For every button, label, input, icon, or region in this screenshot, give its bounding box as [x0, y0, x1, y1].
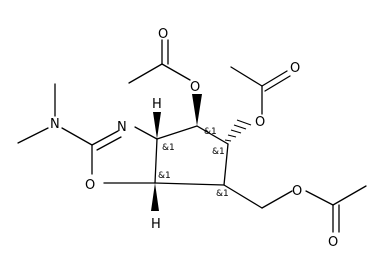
atom-o-carbonyl-mid: O: [290, 61, 300, 76]
atom-h-top: H: [152, 97, 162, 112]
atom-n-ring: N: [117, 120, 127, 135]
atom-o-acetoxy-right: O: [292, 184, 302, 199]
bond-c4-c5: [196, 125, 229, 145]
atom-o-carbonyl-left: O: [158, 27, 168, 42]
bond-acetyl-mid-methyl: [230, 66, 263, 87]
stereo-label-c6a: &1: [158, 171, 171, 181]
bond-c3a-c4: [156, 125, 198, 140]
atom-o-acetoxy-left: O: [190, 80, 200, 95]
bond-c5-c6: [223, 143, 229, 186]
wedge-c4-o: [192, 94, 202, 126]
bond-n-c2: [61, 127, 93, 146]
bond-acetyl-mid-carbonyl-double: [264, 75, 291, 92]
bond-o-acetyl-right: [305, 190, 334, 206]
bond-c6-ch2: [223, 184, 263, 209]
atom-o-ring: O: [85, 178, 95, 193]
bond-c2-n3-double: [96, 136, 122, 151]
bond-c3a-c6a: [154, 138, 158, 184]
stereo-label-c6: &1: [216, 189, 229, 199]
bond-acetyl-right-methyl: [332, 185, 367, 206]
bond-acetyl-left-methyl: [128, 63, 163, 84]
wedge-c3a-h: [153, 112, 161, 139]
atom-n-dimethylamino: N: [50, 117, 60, 132]
stereo-label-c3a: &1: [162, 143, 175, 153]
atom-o-acetoxy-mid: O: [255, 115, 265, 130]
stereo-label-c5: &1: [212, 147, 225, 157]
wedge-c6a-h: [151, 183, 159, 211]
bond-c6-c6a: [154, 182, 225, 186]
bond-acetyl-mid-carbonyl: [261, 70, 288, 87]
bond-n3-c3a: [134, 126, 158, 140]
stereo-label-c4: &1: [204, 127, 217, 137]
atom-h-bottom: H: [151, 217, 161, 232]
hash-bond-c5-o: [224, 119, 252, 142]
bond-c2-n3: [91, 130, 119, 146]
bond-ch2-o: [261, 190, 293, 209]
bond-o-acetyl-left: [161, 63, 191, 81]
atom-o-carbonyl-right: O: [328, 235, 338, 250]
bond-methyl-left-n: [17, 127, 49, 144]
